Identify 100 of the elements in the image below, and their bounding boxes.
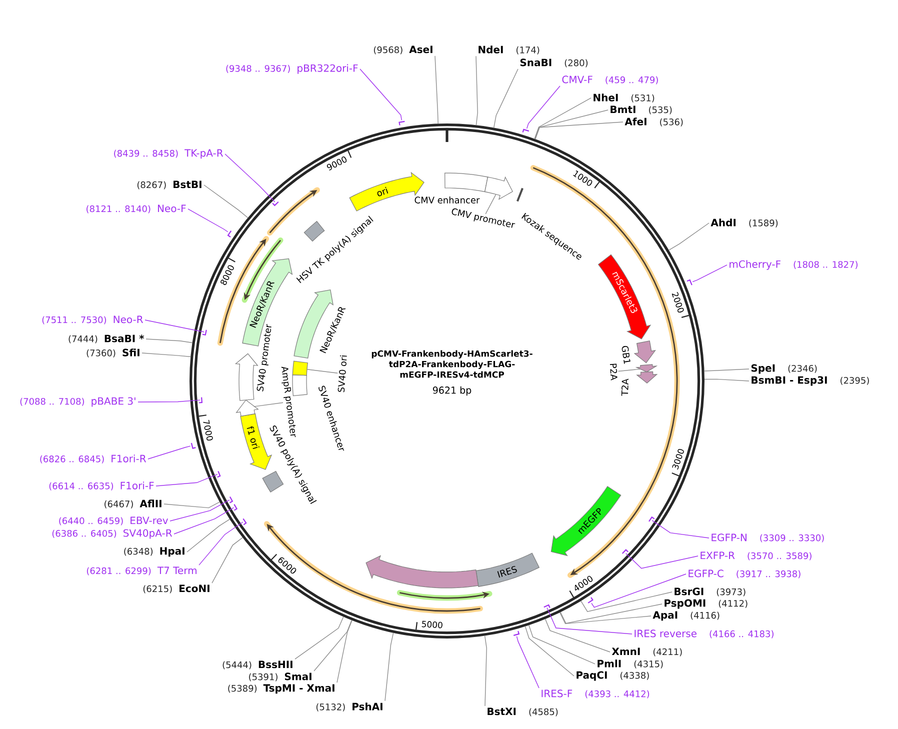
enzyme-site-label: (6215) EcoNI bbox=[143, 584, 210, 594]
enzyme-site-label: BsmBI - Esp3I (2395) bbox=[752, 376, 869, 386]
primer-label: (6614 .. 6635) F1ori-F bbox=[49, 482, 154, 490]
primer-site-mark bbox=[190, 442, 196, 449]
leader-line bbox=[618, 368, 641, 372]
leader-line bbox=[516, 636, 540, 688]
tick-label: 7000 bbox=[203, 420, 213, 441]
primer-label: (8121 .. 8140) Neo-F bbox=[86, 204, 186, 214]
leader-line bbox=[526, 86, 560, 129]
leader-line bbox=[704, 378, 750, 382]
leader-line bbox=[524, 626, 574, 676]
primer-label: (6386 .. 6405) SV40pA-R bbox=[52, 529, 172, 539]
feature-label: SV40 ori bbox=[338, 355, 347, 392]
enzyme-site-label: (5389) TspMI - XmaI bbox=[228, 684, 334, 694]
tick-label: 8000 bbox=[220, 265, 234, 286]
primer-site-mark bbox=[522, 128, 530, 132]
enzyme-site-label: PaqCI (4338) bbox=[576, 671, 649, 681]
primer-label: (6281 .. 6299) T7 Term bbox=[86, 566, 196, 576]
leader-line bbox=[294, 616, 344, 660]
feature-label: P2A bbox=[610, 364, 618, 380]
enzyme-site-label: (5444) BssHII bbox=[222, 660, 292, 670]
leader-line bbox=[212, 537, 243, 584]
primer-site-mark bbox=[622, 549, 628, 554]
leader-line bbox=[534, 110, 608, 140]
leader-line bbox=[692, 264, 728, 282]
enzyme-site-label: SpeI (2346) bbox=[751, 364, 817, 374]
leader-line bbox=[254, 402, 284, 407]
primer-site-mark bbox=[229, 496, 234, 504]
primer-site-mark bbox=[202, 330, 207, 336]
feature-label: AmpR promoter bbox=[281, 366, 296, 438]
enzyme-site-label: BstXI (4585) bbox=[488, 708, 558, 716]
primer-site-mark bbox=[513, 630, 520, 636]
leader-line bbox=[560, 604, 662, 624]
primer-site-mark bbox=[686, 279, 692, 286]
leader-line bbox=[146, 338, 193, 344]
primer-label: EGFP-C (3917 .. 3938) bbox=[688, 570, 800, 578]
primer-site-mark bbox=[217, 471, 221, 478]
tick-label: 5000 bbox=[422, 620, 442, 628]
leader-line bbox=[591, 574, 686, 608]
enzyme-site-label: PmlI (4315) bbox=[598, 660, 663, 668]
leader-line bbox=[164, 502, 220, 508]
enzyme-site-label: AhdI (1589) bbox=[710, 218, 778, 228]
primer-site-mark bbox=[544, 604, 550, 608]
leader-line bbox=[314, 620, 352, 672]
leader-line bbox=[546, 607, 632, 634]
tick-label: 3000 bbox=[672, 449, 684, 470]
enzyme-site-label: NdeI (174) bbox=[478, 46, 540, 54]
leader-line bbox=[186, 518, 230, 552]
leader-line bbox=[170, 500, 230, 522]
leader-line bbox=[198, 522, 244, 566]
leader-line bbox=[560, 612, 652, 624]
leader-line bbox=[652, 520, 710, 538]
enzyme-site-label: NheI (531) bbox=[594, 94, 654, 102]
enzyme-site-label: PspOMI (4112) bbox=[664, 599, 748, 609]
enzyme-site-label: SnaBI (280) bbox=[520, 58, 588, 68]
leader-line bbox=[306, 369, 338, 374]
enzyme-site-label: (7444) BsaBI * bbox=[68, 334, 144, 344]
leader-line bbox=[144, 320, 204, 332]
primer-site-mark bbox=[398, 120, 405, 126]
primer-site-mark bbox=[227, 230, 232, 238]
primer-label: EXFP-R (3570 .. 3589) bbox=[700, 552, 812, 560]
primer-site-mark bbox=[272, 201, 279, 206]
enzyme-site-label: (7360) SfiI bbox=[86, 348, 140, 358]
enzyme-site-label: AfeI (536) bbox=[624, 118, 683, 126]
leader-line bbox=[336, 620, 352, 683]
enzyme-site-label: XmnI (4211) bbox=[612, 648, 682, 656]
enzyme-site-label: (8267) BstBI bbox=[137, 180, 202, 190]
primer-label: (6440 .. 6459) EBV-rev bbox=[59, 516, 168, 526]
primer-label: mCherry-F (1808 .. 1827) bbox=[730, 260, 858, 270]
enzyme-site-label: (5391) SmaI bbox=[249, 672, 312, 682]
leader-line bbox=[174, 507, 234, 534]
enzyme-site-label: BsrGI (3973) bbox=[674, 588, 746, 596]
feature-segment bbox=[635, 364, 658, 372]
leader-line bbox=[434, 56, 438, 124]
enzyme-site-label: (6467) AflII bbox=[104, 500, 162, 508]
primer-site-mark bbox=[242, 518, 247, 526]
leader-line bbox=[544, 618, 610, 652]
primer-site-mark bbox=[588, 597, 594, 604]
primer-label: IRES reverse (4166 .. 4183) bbox=[634, 630, 774, 638]
primer-label: (8439 .. 8458) TK-pA-R bbox=[114, 149, 224, 159]
leader-line bbox=[484, 635, 487, 706]
leader-line bbox=[384, 632, 394, 702]
leader-line bbox=[626, 552, 698, 569]
feature-segment: T2A bbox=[621, 371, 658, 396]
leader-line bbox=[142, 352, 191, 358]
tick-label: 9000 bbox=[326, 156, 347, 170]
plasmid-length: 9621 bp bbox=[432, 386, 472, 396]
leader-line bbox=[580, 592, 672, 612]
primer-label: EGFP-N (3309 .. 3330) bbox=[712, 534, 824, 542]
leader-line bbox=[534, 122, 624, 140]
primer-site-mark bbox=[234, 504, 238, 511]
plasmid-name: pCMV-Frankenbody-HAmScarlet3-tdP2A-Frankenbody-FLAG-mEGFP-IRESv4-tdMCP bbox=[372, 350, 532, 378]
primer-label: (6826 .. 6845) F1ori-R bbox=[40, 454, 146, 464]
leader-line bbox=[156, 474, 218, 486]
leader-line bbox=[485, 194, 496, 214]
enzyme-site-label: (5132) PshAI bbox=[316, 702, 382, 712]
enzyme-site-label: (6348) HpaI bbox=[124, 547, 184, 557]
leader-line bbox=[204, 184, 248, 218]
enzyme-site-label: BmtI (535) bbox=[610, 106, 672, 114]
leader-line bbox=[493, 68, 518, 128]
